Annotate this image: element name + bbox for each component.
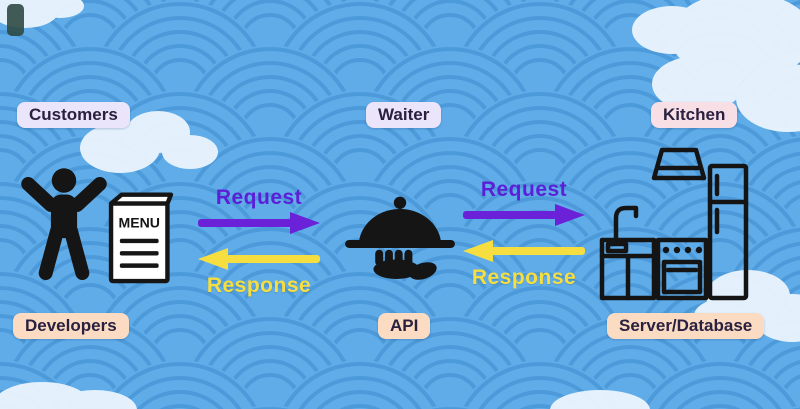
label-waiter: Waiter xyxy=(366,102,442,128)
label-api: API xyxy=(378,313,431,339)
cloud xyxy=(53,390,137,409)
flow-customers-waiter: Request Response xyxy=(198,186,320,306)
waiter-tray-icon xyxy=(345,196,455,280)
response-arrow-icon xyxy=(463,240,585,262)
flow-waiter-kitchen: Request Response xyxy=(463,178,585,298)
cloud xyxy=(550,390,650,409)
corner-ribbon xyxy=(7,4,24,36)
label-kitchen: Kitchen xyxy=(651,102,738,128)
person-icon xyxy=(21,168,107,280)
request-label: Request xyxy=(480,178,568,201)
label-server-database: Server/Database xyxy=(607,313,765,339)
label-customers: Customers xyxy=(17,102,130,128)
cloud xyxy=(162,135,218,169)
kitchen-icon xyxy=(599,147,749,301)
request-label: Request xyxy=(215,186,303,209)
cloud xyxy=(736,64,800,132)
response-arrow-icon xyxy=(198,248,320,270)
response-label: Response xyxy=(206,274,312,297)
cloud xyxy=(36,0,84,18)
response-label: Response xyxy=(471,266,577,289)
menu-icon: MENU xyxy=(108,192,174,284)
label-developers: Developers xyxy=(13,313,129,339)
cloud xyxy=(632,6,712,54)
request-arrow-icon xyxy=(463,204,585,226)
cloud xyxy=(754,294,800,342)
menu-title-text: MENU xyxy=(119,214,160,230)
cloud xyxy=(652,56,744,112)
request-arrow-icon xyxy=(198,212,320,234)
